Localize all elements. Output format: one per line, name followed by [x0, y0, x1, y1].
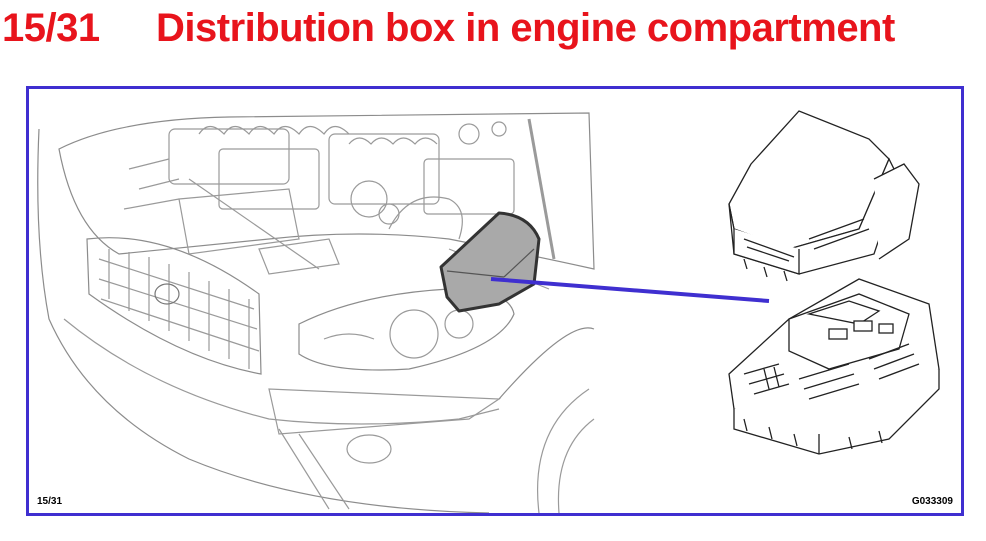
page-number: 15/31	[2, 6, 100, 50]
distribution-box-closed	[728, 110, 920, 282]
figure-code: G033309	[911, 496, 953, 507]
callout-line	[490, 277, 770, 303]
figure-frame: 15/31 G033309	[26, 86, 964, 516]
figure-page-reference: 15/31	[37, 496, 63, 507]
page-title: Distribution box in engine compartment	[156, 6, 895, 50]
diagram-illustration	[37, 110, 940, 513]
car-front-illustration	[37, 112, 595, 513]
distribution-box-open	[728, 278, 940, 455]
page-header: 15/31 Distribution box in engine compart…	[0, 0, 986, 56]
distribution-box-highlight	[439, 211, 541, 313]
